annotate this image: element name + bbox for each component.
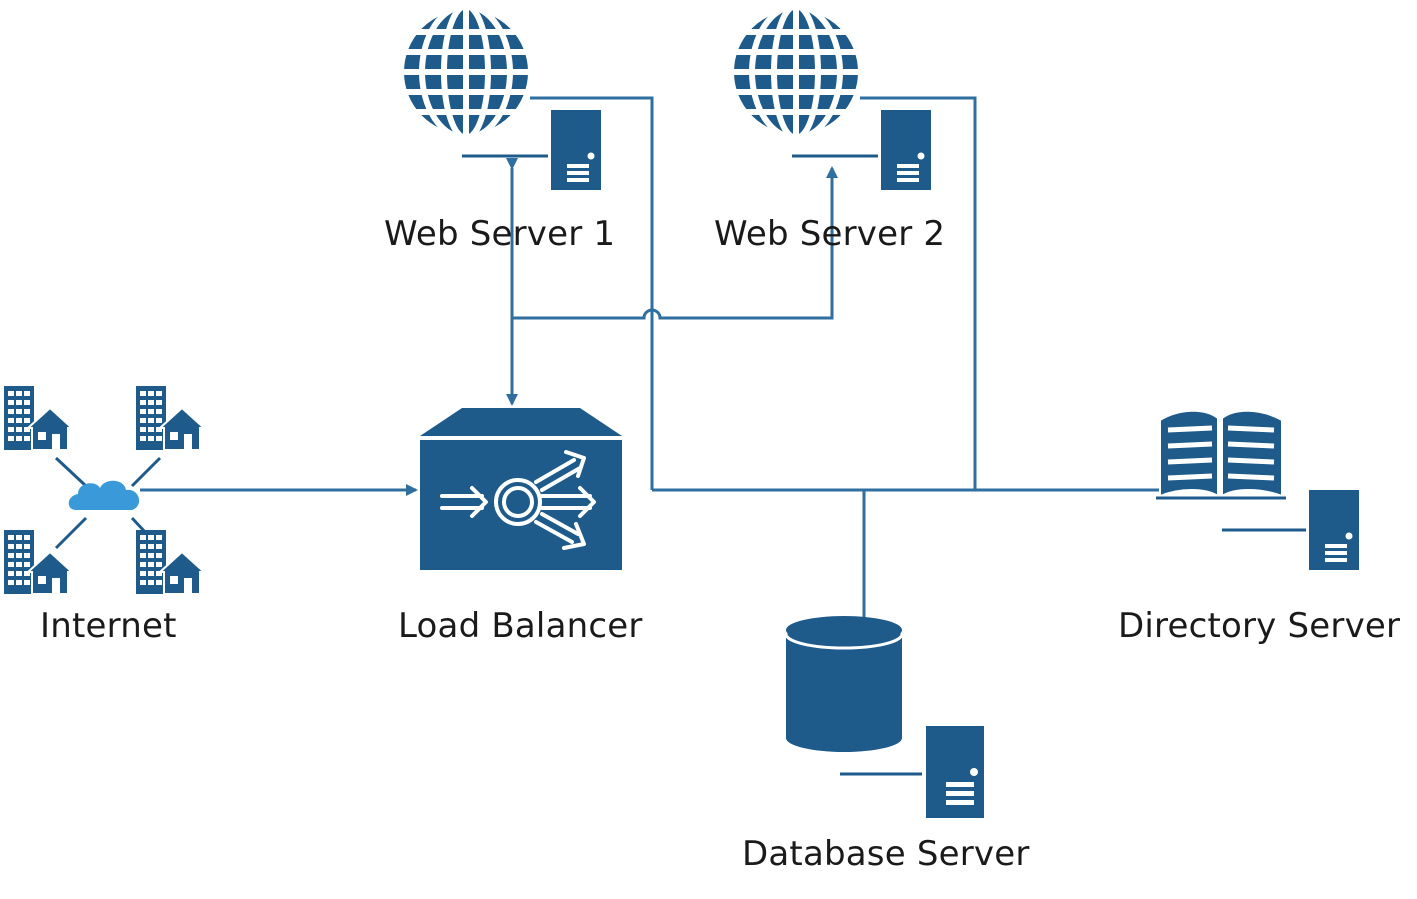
book-icon	[1156, 409, 1286, 500]
server-tower-icon	[926, 726, 984, 818]
city-icon	[4, 386, 72, 450]
server-tower-icon	[881, 110, 931, 190]
web-server-2-node[interactable]	[726, 2, 931, 190]
web-server-1-label: Web Server 1	[384, 214, 616, 254]
city-icon	[4, 530, 72, 594]
load-balancer-label: Load Balancer	[398, 606, 643, 646]
load-balancer-icon	[420, 408, 622, 570]
internet-node[interactable]	[4, 386, 204, 594]
server-tower-icon	[551, 110, 601, 190]
cloud-icon	[68, 480, 140, 510]
globe-icon	[396, 2, 536, 142]
database-server-label: Database Server	[742, 834, 1030, 874]
database-server-node[interactable]	[784, 616, 984, 818]
globe-icon	[726, 2, 866, 142]
load-balancer-node[interactable]	[420, 408, 622, 570]
server-tower-icon	[1309, 490, 1359, 570]
city-icon	[136, 530, 204, 594]
city-icon	[136, 386, 204, 450]
directory-server-label: Directory Server	[1118, 606, 1401, 646]
connectors	[140, 96, 1160, 618]
directory-server-node[interactable]	[1156, 409, 1359, 570]
web-server-2-label: Web Server 2	[714, 214, 946, 254]
connector-web-server-1-to-backbone	[530, 96, 654, 490]
database-cylinder-icon	[784, 616, 904, 752]
internet-label: Internet	[40, 606, 177, 646]
connector-web-server-2-to-backbone	[860, 96, 977, 490]
web-server-1-node[interactable]	[396, 2, 601, 190]
